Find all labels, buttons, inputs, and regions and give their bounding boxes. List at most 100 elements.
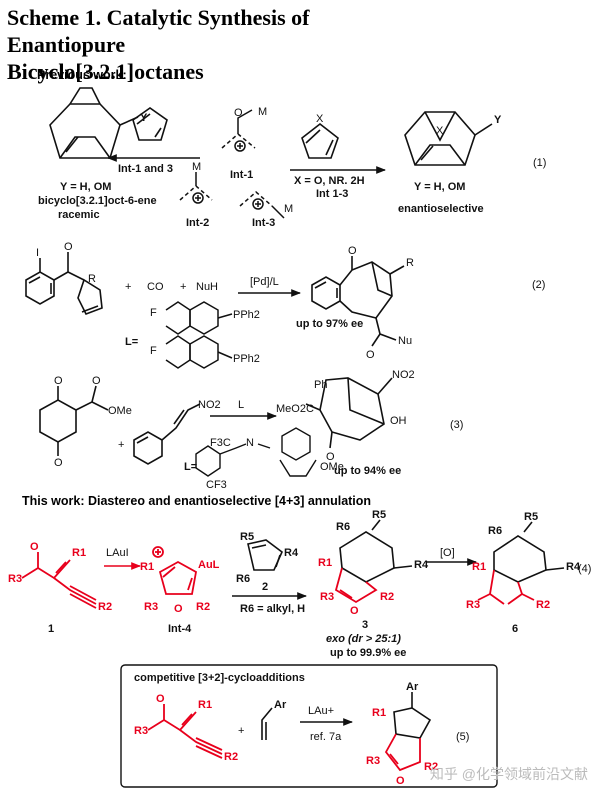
eq3-ligand-label: L= xyxy=(184,461,197,473)
eq3-dione-o2: O xyxy=(54,457,63,469)
eq2-catalyst: [Pd]/L xyxy=(250,276,279,288)
eq5-styrene xyxy=(261,707,273,740)
int2-metal: M xyxy=(192,161,201,173)
eq2-pph2-b: PPh2 xyxy=(233,353,260,365)
eq1-right-bicycle xyxy=(404,111,493,166)
eq4-cmpd6: 6 xyxy=(512,623,518,635)
eq3-ome: OMe xyxy=(108,405,132,417)
eq2-r-sub: R xyxy=(88,273,96,285)
eq4-int4-label: Int-4 xyxy=(168,623,192,635)
eq4-int4-r3: R3 xyxy=(144,601,158,613)
heterocycle-x: X xyxy=(316,113,324,125)
eq4-product-6 xyxy=(493,521,565,583)
eq5-product-furan xyxy=(384,733,421,772)
eq2-substrate xyxy=(25,252,103,316)
eq3-oh: OH xyxy=(390,415,407,427)
eq1-right-cond-2: Int 1-3 xyxy=(316,188,348,200)
eq3-cf3-b: CF3 xyxy=(206,479,227,491)
eq3-cat: L xyxy=(238,399,244,411)
eq2-ketone-o: O xyxy=(64,241,73,253)
eq3-ee: up to 94% ee xyxy=(334,465,401,477)
eq4-product-3 xyxy=(339,519,413,583)
eq5-plus: + xyxy=(238,725,244,737)
eq4-int4 xyxy=(152,546,198,595)
eq4-cmpd3: 3 xyxy=(362,619,368,631)
int2-label: Int-2 xyxy=(186,217,209,229)
eq4-p3-r2: R2 xyxy=(380,591,394,603)
eq3-number: (3) xyxy=(450,419,463,431)
eq4-cat: LAuI xyxy=(106,547,129,559)
eq5-number: (5) xyxy=(456,731,469,743)
eq4-int4-r1: R1 xyxy=(140,561,154,573)
eq4-r6-cond: R6 = alkyl, H xyxy=(240,603,305,615)
title-line-2: Bicyclo[3.2.1]octanes xyxy=(7,59,204,84)
previous-work-heading: Previous work: xyxy=(37,68,127,82)
eq4-p3-r4: R4 xyxy=(414,559,429,571)
eq5-o: O xyxy=(156,693,165,705)
eq1-left-name: bicyclo[3.2.1]oct-6-ene xyxy=(38,195,157,207)
eq4-diene xyxy=(247,539,283,571)
eq2-product-o: O xyxy=(348,245,357,257)
eq2-plus-2: + xyxy=(180,281,186,293)
eq2-nu: Nu xyxy=(398,335,412,347)
eq4-p3-o: O xyxy=(350,605,359,617)
eq1-right-note: enantioselective xyxy=(398,203,484,215)
eq5-p-r3: R3 xyxy=(366,755,380,767)
eq4-product-3-furan xyxy=(334,567,378,604)
eq5-cat: LAu+ xyxy=(308,705,334,717)
eq3-ligand xyxy=(195,427,317,477)
eq4-p6-r4: R4 xyxy=(566,561,581,573)
eq1-left-arrow-label: Int-1 and 3 xyxy=(118,163,173,175)
scheme-title: Scheme 1. Catalytic Synthesis of Enantio… xyxy=(7,4,427,85)
eq3-thiourea-nh: N xyxy=(246,437,254,449)
eq4-r2-sub: R2 xyxy=(98,601,112,613)
eq4-cmpd2: 2 xyxy=(262,581,268,593)
eq4-p3-r6: R6 xyxy=(336,521,350,533)
eq3-ph: Ph xyxy=(314,379,327,391)
eq4-p6-r3: R3 xyxy=(466,599,480,611)
x-heterocycle xyxy=(301,122,339,159)
eq5-box-title: competitive [3+2]-cycloadditions xyxy=(134,672,305,684)
eq5-p-r2: R2 xyxy=(424,761,438,773)
eq4-p6-r2: R2 xyxy=(536,599,550,611)
eq4-ee: up to 99.9% ee xyxy=(330,647,406,659)
eq4-r1-sub: R1 xyxy=(72,547,86,559)
eq1-right-y: Y xyxy=(494,114,502,126)
int3-label: Int-3 xyxy=(252,217,275,229)
eq4-product-6-diketone xyxy=(477,569,535,605)
eq1-number: (1) xyxy=(533,157,546,169)
eq5-p-r1: R1 xyxy=(372,707,386,719)
eq1-left-note: racemic xyxy=(58,209,100,221)
eq3-lig-ome: OMe xyxy=(320,461,344,473)
eq5-p-o: O xyxy=(396,775,405,787)
eq5-r3: R3 xyxy=(134,725,148,737)
int1-structure xyxy=(221,109,256,152)
eq4-int4-o: O xyxy=(174,603,183,615)
eq4-exo: exo (dr > 25:1) xyxy=(326,633,401,645)
eq4-enynone xyxy=(21,552,97,609)
int1-label: Int-1 xyxy=(230,169,253,181)
eq4-cmpd1: 1 xyxy=(48,623,54,635)
eq5-product xyxy=(393,692,432,739)
eq1-right-x: X xyxy=(436,125,444,137)
int1-oxygen: O xyxy=(234,107,243,119)
eq5-box xyxy=(120,664,498,788)
eq3-cf3-a: F3C xyxy=(210,437,231,449)
eq5-ar-prod: Ar xyxy=(406,681,419,693)
eq4-r6-diene: R6 xyxy=(236,573,250,585)
eq2-iodine: I xyxy=(36,247,39,259)
eq4-o-sub: O xyxy=(30,541,39,553)
eq4-p3-r5: R5 xyxy=(372,509,386,521)
eq3-dione-o1: O xyxy=(54,375,63,387)
eq5-ref: ref. 7a xyxy=(310,731,342,743)
eq2-ligand-label: L= xyxy=(125,336,138,348)
eq2-product-o2: O xyxy=(366,349,375,361)
eq4-aul: AuL xyxy=(198,559,220,571)
eq2-r-prod: R xyxy=(406,257,414,269)
eq4-p6-r1: R1 xyxy=(472,561,486,573)
eq1-left-bicycle xyxy=(49,87,139,159)
eq4-p3-r1: R1 xyxy=(318,557,332,569)
eq1-right-cond-1: X = O, NR. 2H xyxy=(294,175,365,187)
eq2-ee: up to 97% ee xyxy=(296,318,363,330)
eq2-product xyxy=(311,256,405,347)
